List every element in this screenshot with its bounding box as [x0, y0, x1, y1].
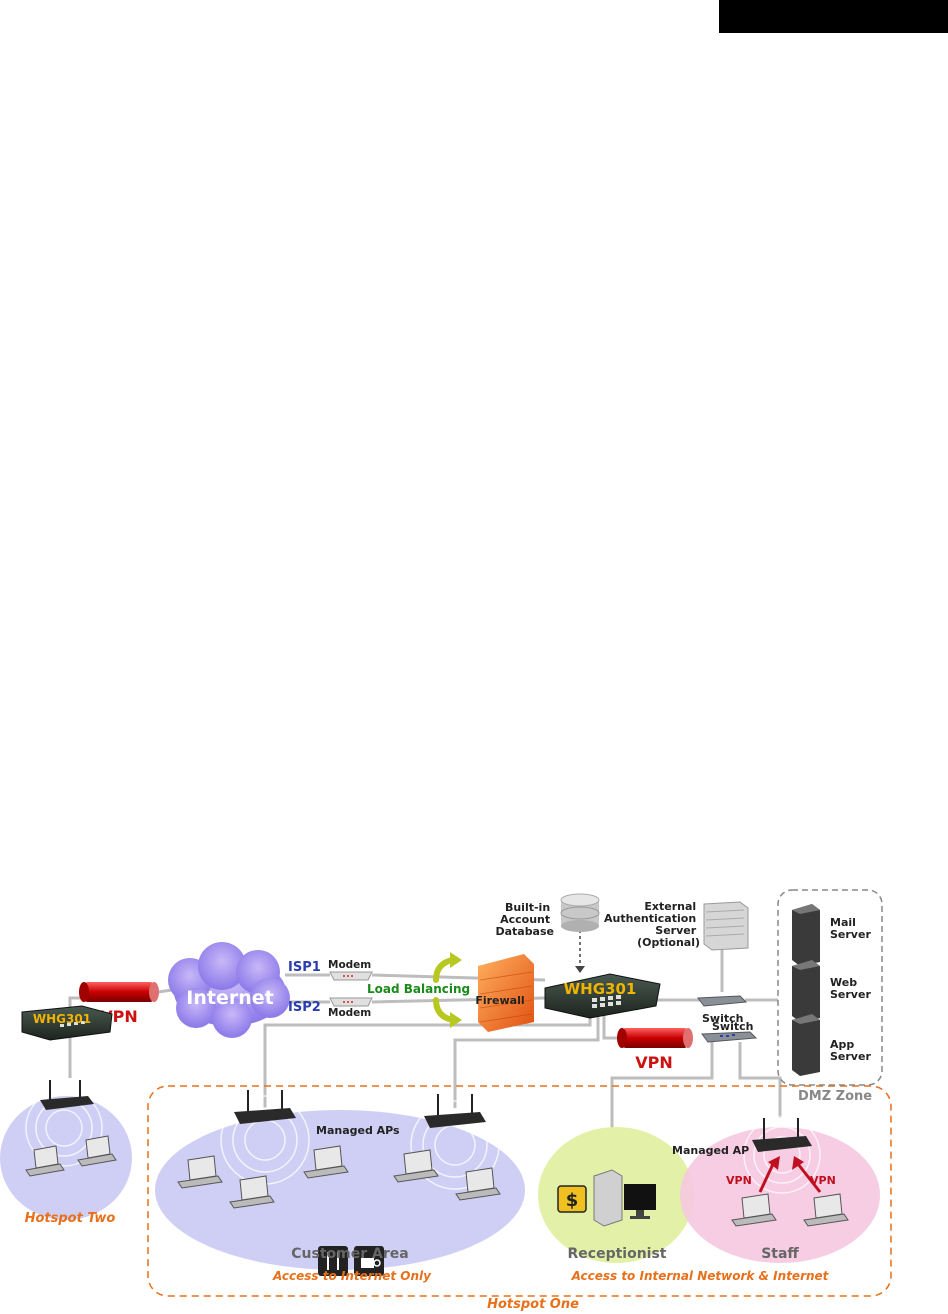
staff-label: Staff: [761, 1246, 799, 1262]
modem-1-label: Modem: [328, 959, 371, 971]
switch-lan-label: Switch: [712, 1020, 753, 1033]
hotspot-one-label: Hotspot One: [487, 1297, 579, 1312]
modem-2-icon: [330, 998, 372, 1006]
isp2-label: ISP2: [288, 1000, 321, 1015]
cashier-icon: $: [558, 1186, 586, 1212]
gateway-remote-label: WHG301: [33, 1012, 91, 1026]
gateway-main-device: WHG301: [545, 974, 660, 1018]
managed-aps-label: Managed APs: [316, 1124, 400, 1137]
receptionist-label: Receptionist: [568, 1246, 667, 1262]
staff-vpn-label-right: VPN: [810, 1174, 836, 1187]
mail-server-icon: [792, 904, 820, 966]
modem-1-icon: [330, 972, 372, 980]
access-internet-only-label: Access to Internet Only: [272, 1269, 432, 1283]
staff-vpn-label-left: VPN: [726, 1174, 752, 1187]
cashier-symbol: $: [566, 1190, 579, 1211]
database-label: Built-in Account Database: [495, 901, 554, 938]
managed-ap-label: Managed AP: [672, 1144, 749, 1157]
isp1-label: ISP1: [288, 960, 321, 975]
modem-2-label: Modem: [328, 1007, 371, 1019]
customer-area-label: Customer Area: [291, 1246, 408, 1262]
line-vpn-internet: [158, 990, 172, 992]
auth-server-label: External Authentication Server (Optional…: [604, 900, 700, 949]
header-black-bar: [719, 0, 948, 33]
access-internal-label: Access to Internal Network & Internet: [571, 1269, 830, 1283]
hotspot-two-label: Hotspot Two: [25, 1211, 116, 1226]
gateway-remote-device: WHG301: [22, 1006, 112, 1040]
app-server-icon: [792, 1014, 820, 1076]
gateway-main-label: WHG301: [564, 980, 637, 998]
vpn-tube-right: VPN: [617, 1028, 693, 1072]
internet-label: Internet: [186, 987, 273, 1009]
firewall-label: Firewall: [475, 994, 524, 1007]
vpn-label-right: VPN: [635, 1053, 673, 1072]
line-main-to-ap1: [265, 1008, 590, 1108]
database-icon: [561, 894, 599, 932]
load-balancing-label: Load Balancing: [367, 982, 470, 996]
network-diagram: Internet VPN VPN ISP1 ISP2 Modem Modem L…: [0, 880, 948, 1314]
line-switch-lan-staff: [740, 1042, 780, 1118]
web-server-icon: [792, 960, 820, 1022]
dmz-zone-label: DMZ Zone: [798, 1089, 872, 1104]
firewall-icon: Firewall: [475, 954, 534, 1032]
auth-server-icon: [704, 902, 748, 950]
db-arrow-head: [575, 966, 585, 973]
